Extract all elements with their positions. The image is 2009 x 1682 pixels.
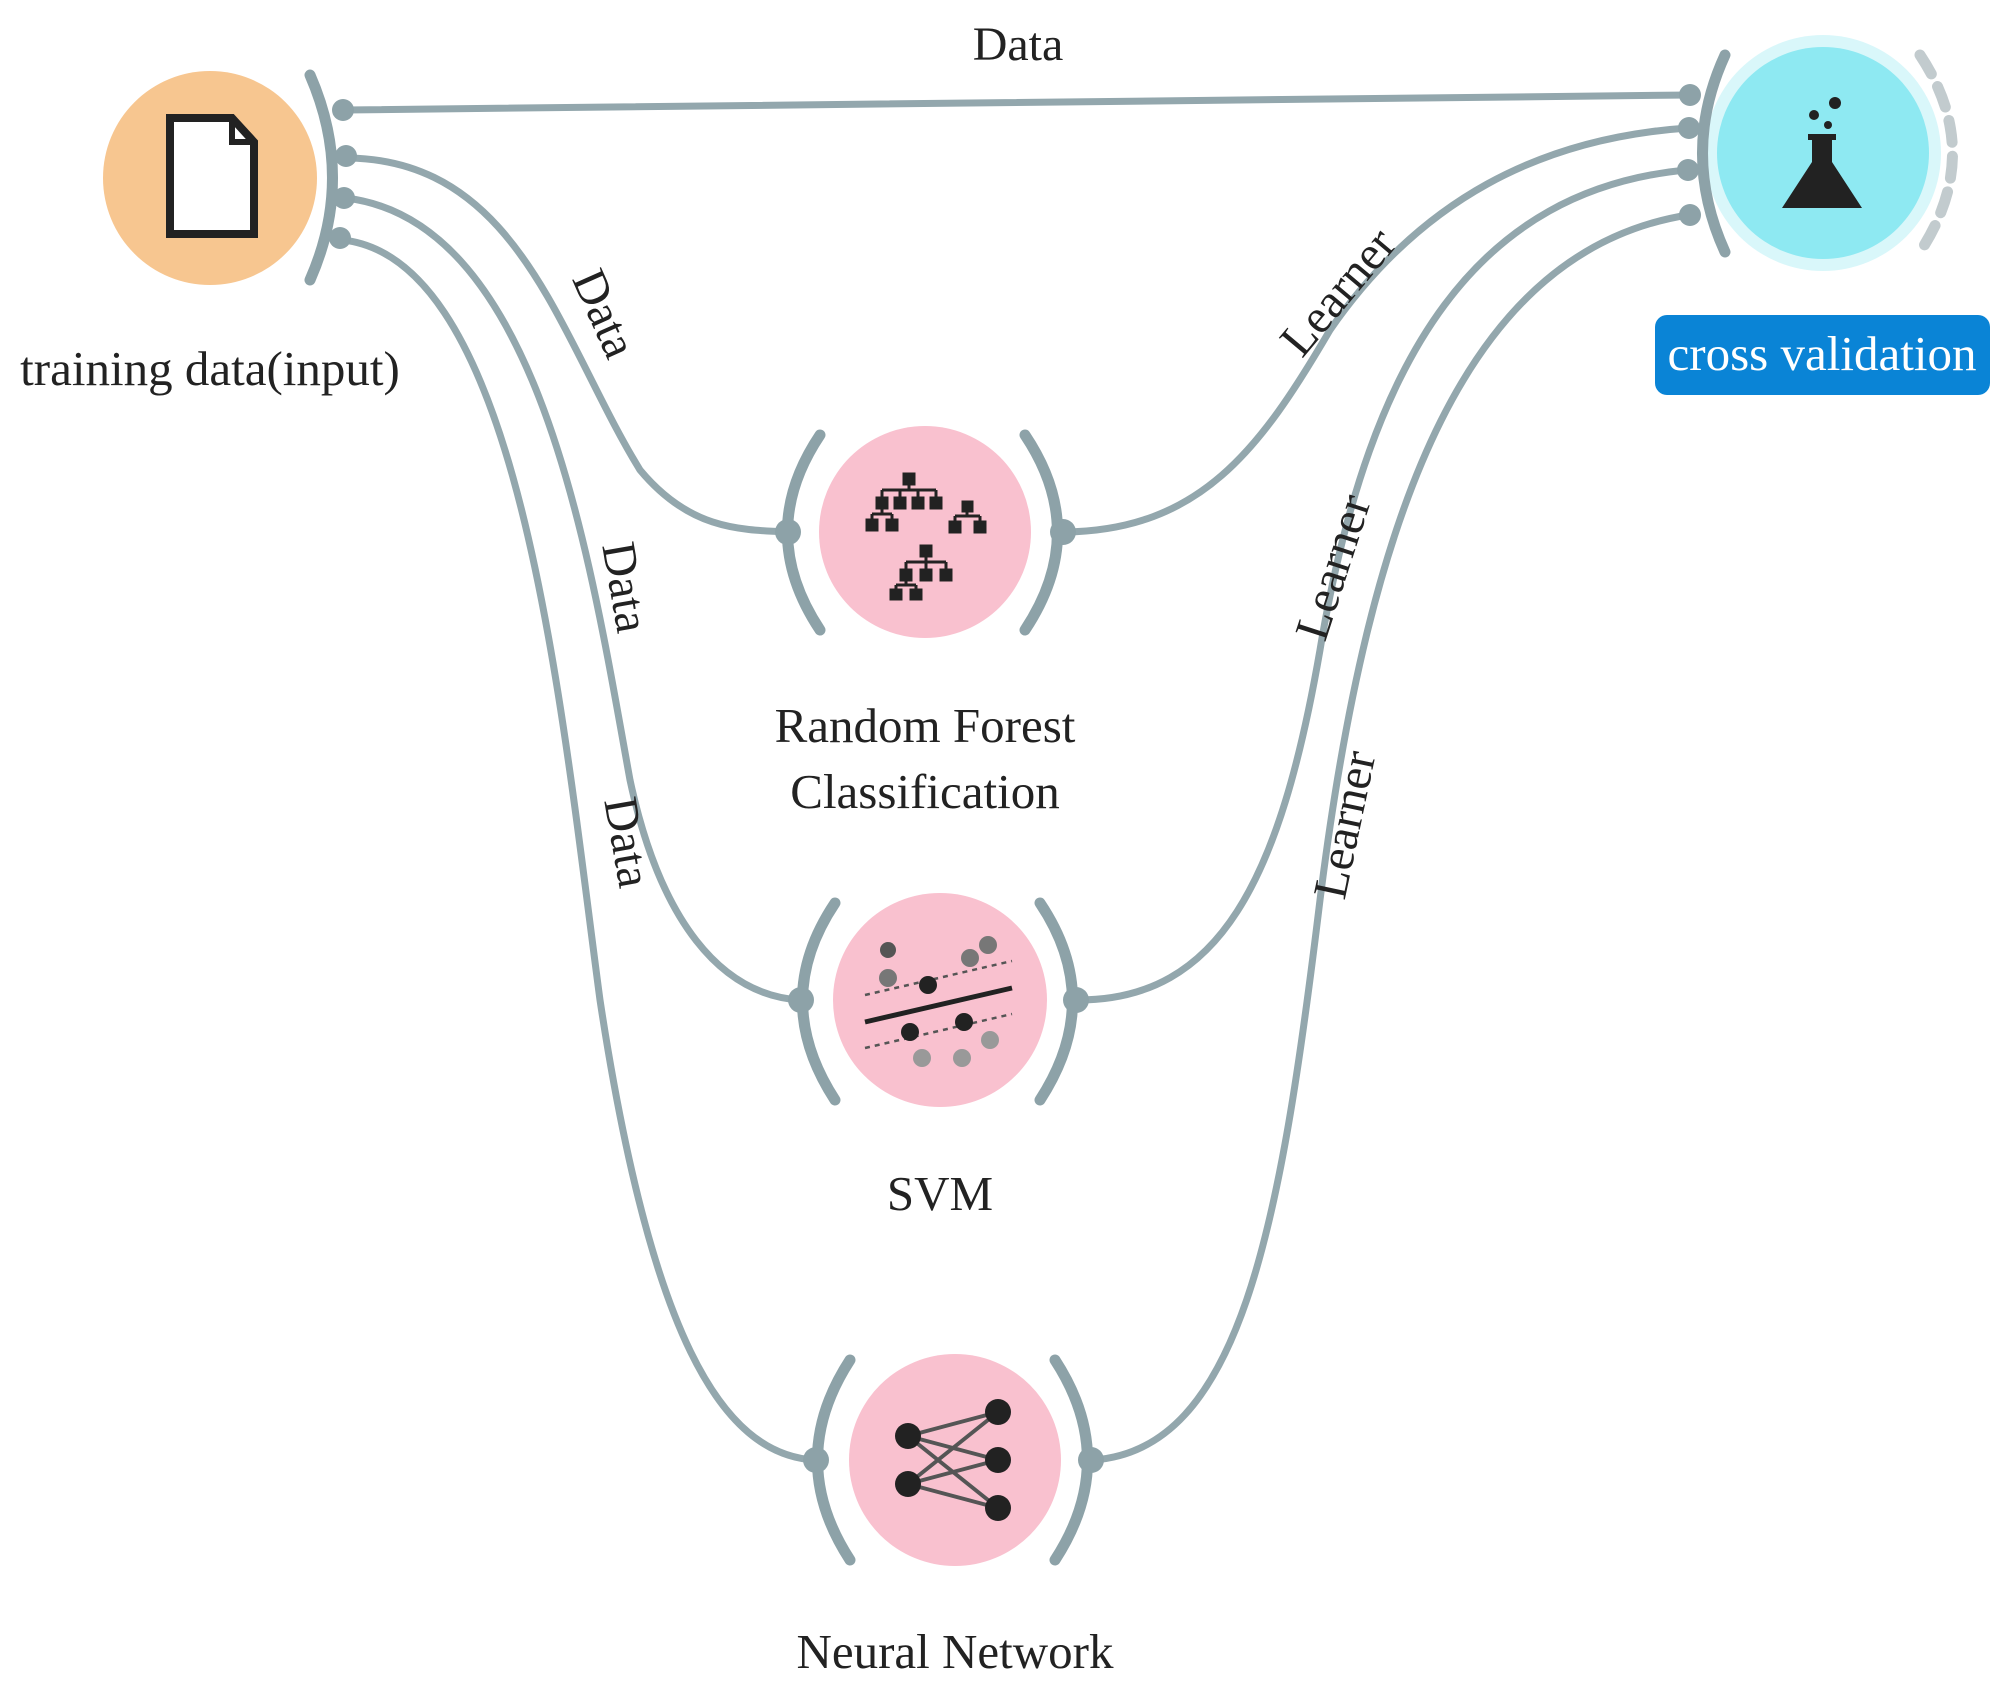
flask-icon [1782,97,1862,208]
link-label-nn-to-cv: Learner [1303,746,1386,903]
node-cv[interactable]: cross validation [1655,35,1990,395]
node-file-label: training data(input) [20,341,400,396]
node-file-output-channel [304,69,338,286]
link-file-to-nn[interactable] [339,236,819,1464]
node-svm-output-anchor [1063,987,1089,1013]
node-rf-input-anchor [775,519,801,545]
node-file[interactable]: training data(input) [20,69,400,396]
node-nn-output-anchor [1078,1447,1104,1473]
node-svm-input-anchor [788,987,814,1013]
node-rf-body[interactable] [819,426,1031,638]
link-file-to-svm[interactable] [341,194,804,1004]
node-cv-output-channel [1914,49,1958,258]
link-file-to-rf[interactable] [344,154,794,536]
tree-hierarchy-icon [865,472,987,601]
link-label-file-to-nn: Data [593,793,661,891]
node-cv-label: cross validation [1668,326,1977,381]
node-file-output-anchors [329,99,357,249]
node-nn-body[interactable] [849,1354,1061,1566]
document-icon [166,114,258,238]
svm-scatter-icon [864,936,1013,1067]
links [339,91,1694,1464]
node-svm-label: SVM [887,1166,993,1221]
node-rf-label-line1: Random Forest [775,698,1076,753]
node-nn-input-anchor [803,1447,829,1473]
link-label-rf-to-cv: Learner [1270,218,1407,366]
node-rf-label-line2: Classification [790,764,1059,819]
node-svm[interactable]: SVM [788,893,1089,1221]
node-rf-output-anchor [1050,519,1076,545]
node-cv-label-bg[interactable] [1655,315,1990,395]
node-svm-body[interactable] [833,893,1047,1107]
link-file-to-cv[interactable] [341,91,1694,114]
node-nn[interactable]: Neural Network [796,1354,1114,1679]
node-cv-input-channel [1697,49,1731,258]
link-label-file-to-cv: Data [973,18,1064,71]
link-svm-to-cv[interactable] [1074,166,1690,1004]
link-rf-to-cv[interactable] [1061,124,1692,536]
node-cv-input-anchors [1677,84,1701,226]
node-rf[interactable]: Random Forest Classification [775,426,1076,819]
node-nn-label: Neural Network [796,1624,1114,1679]
neural-network-icon [895,1399,1011,1521]
link-nn-to-cv[interactable] [1089,211,1692,1464]
